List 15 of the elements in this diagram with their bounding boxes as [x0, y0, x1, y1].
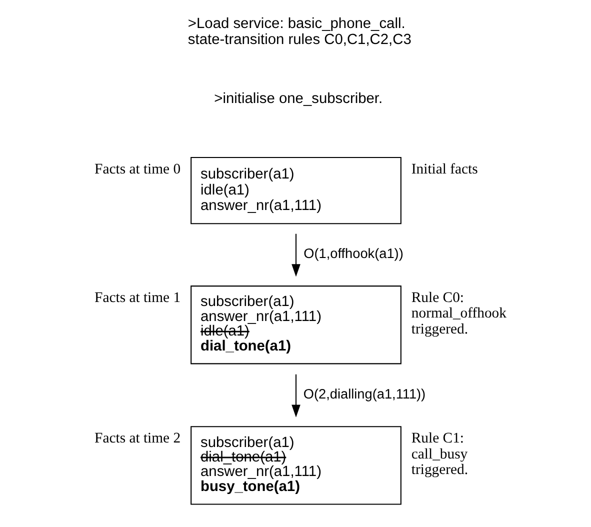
node-label: Facts at time 2 [94, 430, 180, 447]
label: >Load service: basic_phone_call. state-transition rules C0,C1,C2,C3 [187, 16, 411, 48]
node-label: Rule C1: call_busy triggered. [410, 430, 468, 478]
arrow [291, 374, 300, 418]
node-box: subscriber(a1) idle(a1) answer_nr(a1,111) [190, 157, 401, 224]
node-label: Facts at time 1 [94, 290, 180, 306]
node-box: subscriber(a1) dial_tone(a1) answer_nr(a1,111) busy_tone(a1) [190, 426, 401, 505]
node-label: Facts at time 0 [94, 161, 180, 178]
edge-label: O(2,dialling(a1,111)) [302, 386, 426, 402]
node-label: Initial facts [410, 161, 478, 178]
node-box: subscriber(a1) answer_nr(a1,111) idle(a1) dial_tone(a1) [190, 286, 401, 364]
label: >initialise one_subscriber. [214, 91, 382, 108]
node-label: Rule C0: normal_offhook triggered. [410, 290, 506, 338]
arrow [291, 234, 300, 277]
edge-label: O(1,offhook(a1)) [303, 246, 403, 262]
